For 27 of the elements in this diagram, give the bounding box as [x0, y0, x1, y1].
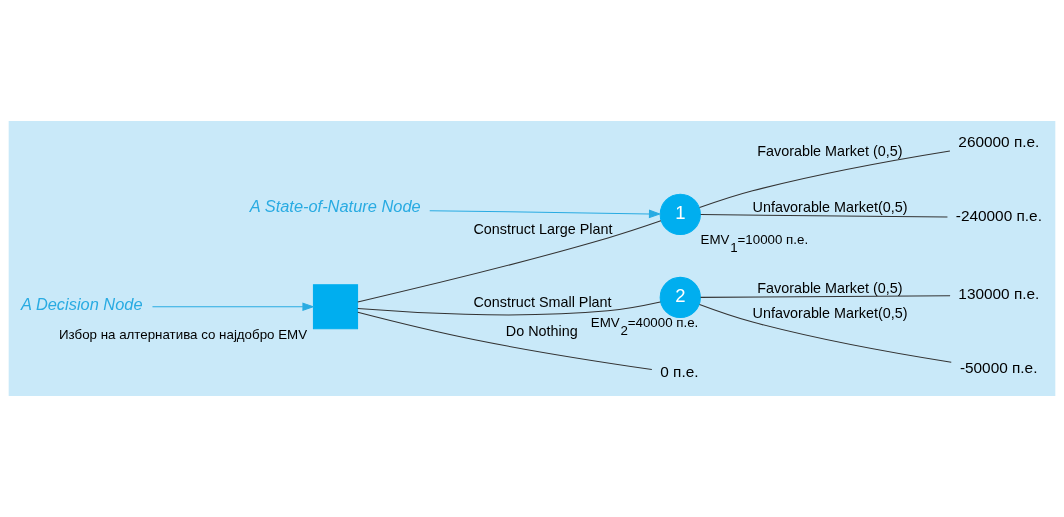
node-text: 0 п.е. [660, 363, 699, 381]
connector [700, 214, 948, 218]
connector [699, 304, 952, 363]
node-text: -50000 п.е. [959, 358, 1038, 376]
edge-label: Unfavorable Market(0,5) [752, 305, 908, 322]
edge-label: Do Nothing [505, 322, 578, 339]
edge-label: Favorable Market (0,5) [757, 143, 903, 160]
edge-label: Construct Small Plant [473, 293, 612, 310]
node-label: Избор на алтернатива со најдобро EMV [58, 327, 308, 343]
node-box [312, 284, 359, 330]
edge-label: Favorable Market (0,5) [757, 279, 903, 296]
node-text: 260000 п.е. [958, 133, 1040, 151]
connector [699, 150, 951, 209]
connector [357, 301, 661, 316]
node-text: 130000 п.е. [958, 285, 1040, 303]
node-text: -240000 п.е. [955, 207, 1042, 225]
edge-label: Construct Large Plant [473, 221, 613, 238]
edge-label: Unfavorable Market(0,5) [752, 198, 908, 215]
connector [700, 295, 951, 298]
node-circle: 2 [659, 276, 701, 319]
node-text: A State-of-Nature Node [249, 197, 421, 216]
connector [357, 311, 653, 371]
node-text: A Decision Node [20, 294, 143, 313]
arrow [151, 302, 315, 312]
arrow [429, 209, 662, 219]
node-circle: 1 [659, 193, 701, 235]
connector [357, 220, 662, 303]
